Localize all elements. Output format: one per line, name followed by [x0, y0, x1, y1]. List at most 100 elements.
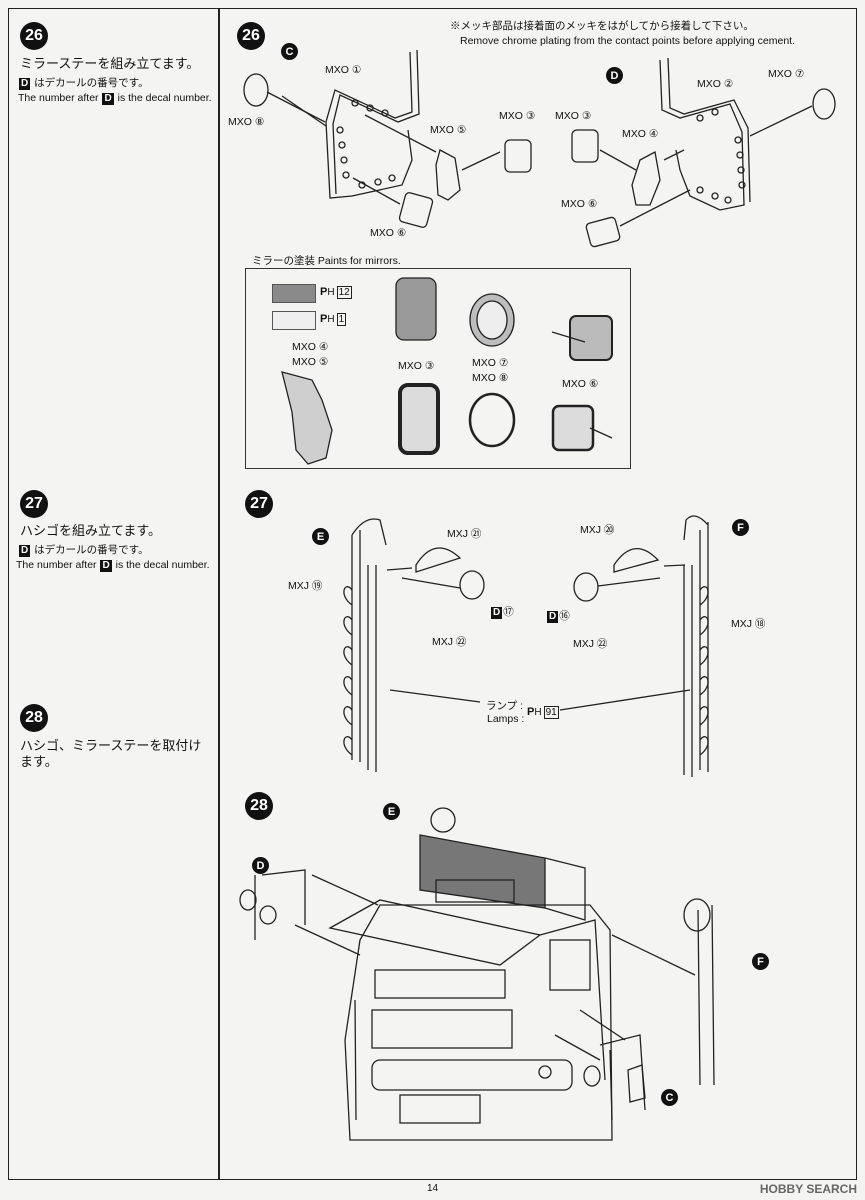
mirror-mounted-right: [627, 1064, 646, 1103]
step-27-decal-en: The number after D is the decal number.: [16, 559, 210, 572]
ladder-mounted-right: [697, 904, 715, 1086]
paint-swatch-h12: [272, 284, 316, 303]
round-lamp-right: [573, 572, 599, 602]
label-mxo-2: MXO ②: [697, 78, 734, 90]
antenna: [354, 999, 357, 1121]
label-mxo-7: MXO ⑦: [768, 68, 805, 80]
stay-holes-right: [696, 108, 746, 204]
watermark: HOBBY SEARCH: [759, 1182, 857, 1196]
label-mxj-19: MXJ ⑲: [288, 580, 323, 592]
label-mxo-4: MXO ④: [622, 128, 659, 140]
paint-label-mxo4: MXO ④: [292, 341, 329, 353]
decal-en-b: is the decal number.: [117, 92, 212, 104]
decal-jp-text: はデカールの番号です。: [34, 77, 149, 89]
paint-code-letter: H: [327, 287, 335, 298]
label-lamps-en: Lamps :: [487, 713, 525, 725]
mirror-mounted-left: [239, 889, 257, 911]
part-tree-e-marker: E: [312, 528, 329, 545]
part-tree-c-marker: C: [281, 43, 298, 60]
part-tree-e-marker-28: E: [383, 803, 400, 820]
step-26-decal-jp: D はデカールの番号です。: [18, 77, 149, 90]
diagram-27-badge: 27: [245, 490, 273, 518]
step-28-title-line2: ます。: [20, 754, 58, 769]
mirror-stay-left: [325, 51, 413, 199]
painted-mirror-4-5: [281, 371, 333, 465]
step-27-title: ハシゴを組み立てます。: [20, 523, 162, 538]
label-mxo-8: MXO ⑧: [228, 116, 265, 128]
decal-d-box: D: [19, 78, 31, 90]
painted-mirror-8: [468, 392, 516, 448]
paint-label-mxo5: MXO ⑤: [292, 356, 329, 368]
part-tree-f-marker-28: F: [752, 953, 769, 970]
roof-marker-box: [435, 879, 515, 903]
decal-d-box: D: [100, 560, 112, 572]
paint-code-number: 1: [336, 313, 347, 326]
decal-number: ⑯: [559, 610, 570, 622]
paint-code-number: 91: [543, 706, 559, 719]
ladder-right-hearts: [699, 586, 709, 756]
diagram-26-badge: 26: [237, 22, 265, 50]
label-mxj-18: MXJ ⑱: [731, 618, 766, 630]
decal-d-box: D: [491, 607, 503, 619]
stay-holes-left: [336, 99, 396, 189]
paints-title: ミラーの塗装 Paints for mirrors.: [252, 255, 401, 267]
round-mirror-left: [243, 73, 269, 107]
mirror-part-4: [631, 151, 661, 206]
plate-frame: [399, 1094, 481, 1124]
round-lamp-left: [459, 570, 485, 600]
paint-label-mxo8: MXO ⑧: [472, 372, 509, 384]
front-grille-lower: [371, 1009, 513, 1049]
roof-grille: [419, 834, 546, 909]
mirror-part-3-right: [571, 129, 599, 163]
painted-mirror-6-back: [551, 404, 595, 452]
decal-d-box: D: [19, 545, 31, 557]
paint-code-letter: H: [327, 314, 335, 325]
mirror-stay-mounted-left: [254, 869, 306, 940]
label-lamps-jp: ランプ :: [486, 700, 524, 712]
lamp-hood-right: [613, 548, 660, 573]
decal-jp-text: はデカールの番号です。: [34, 544, 149, 556]
page-frame: [8, 8, 857, 1180]
part-tree-f-marker: F: [732, 519, 749, 536]
lamp-mounted-right: [683, 898, 711, 932]
roof-lamp: [430, 807, 456, 833]
paint-label-mxo3: MXO ③: [398, 360, 435, 372]
front-grille-upper: [374, 969, 506, 999]
page-number: 14: [426, 1183, 439, 1194]
chrome-note-jp: ※メッキ部品は接着面のメッキをはがしてから接着して下さい。: [450, 20, 754, 32]
part-tree-d-marker: D: [606, 67, 623, 84]
paint-swatch-h1: [272, 311, 316, 330]
diagram-28-badge: 28: [245, 792, 273, 820]
step-27-decal-jp: D はデカールの番号です。: [18, 544, 149, 557]
column-divider: [218, 8, 220, 1180]
step-26-badge: 26: [20, 22, 48, 50]
label-mxo-6a: MXO ⑥: [370, 227, 407, 239]
step-28-badge: 28: [20, 704, 48, 732]
label-mxj-22-right: MXJ ㉒: [573, 638, 608, 650]
mirror-stay-mounted-right: [599, 1034, 646, 1121]
truck-cab: [344, 904, 613, 1141]
paint-code-letter: H: [534, 707, 542, 718]
decal-d-box: D: [547, 611, 559, 623]
decal-en-a: The number after: [16, 559, 97, 571]
label-mxj-20: MXJ ⑳: [580, 524, 615, 536]
paint-label-mxo7: MXO ⑦: [472, 357, 509, 369]
lamp-hood-left: [415, 547, 462, 573]
step-26-decal-en: The number after D is the decal number.: [18, 92, 212, 105]
decal-number: ⑰: [503, 606, 514, 618]
decal-en-b: is the decal number.: [115, 559, 210, 571]
label-mxo-5: MXO ⑤: [430, 124, 467, 136]
ladder-left-hearts: [343, 586, 353, 756]
ladder-left-rail: [351, 518, 387, 762]
paint-code-number: 12: [336, 286, 352, 299]
step-26-title: ミラーステーを組み立てます。: [20, 56, 200, 71]
painted-part-3-back: [398, 383, 440, 455]
label-mxo-6b: MXO ⑥: [561, 198, 598, 210]
paints-panel: [245, 268, 631, 469]
mirror-part-6: [398, 192, 434, 228]
